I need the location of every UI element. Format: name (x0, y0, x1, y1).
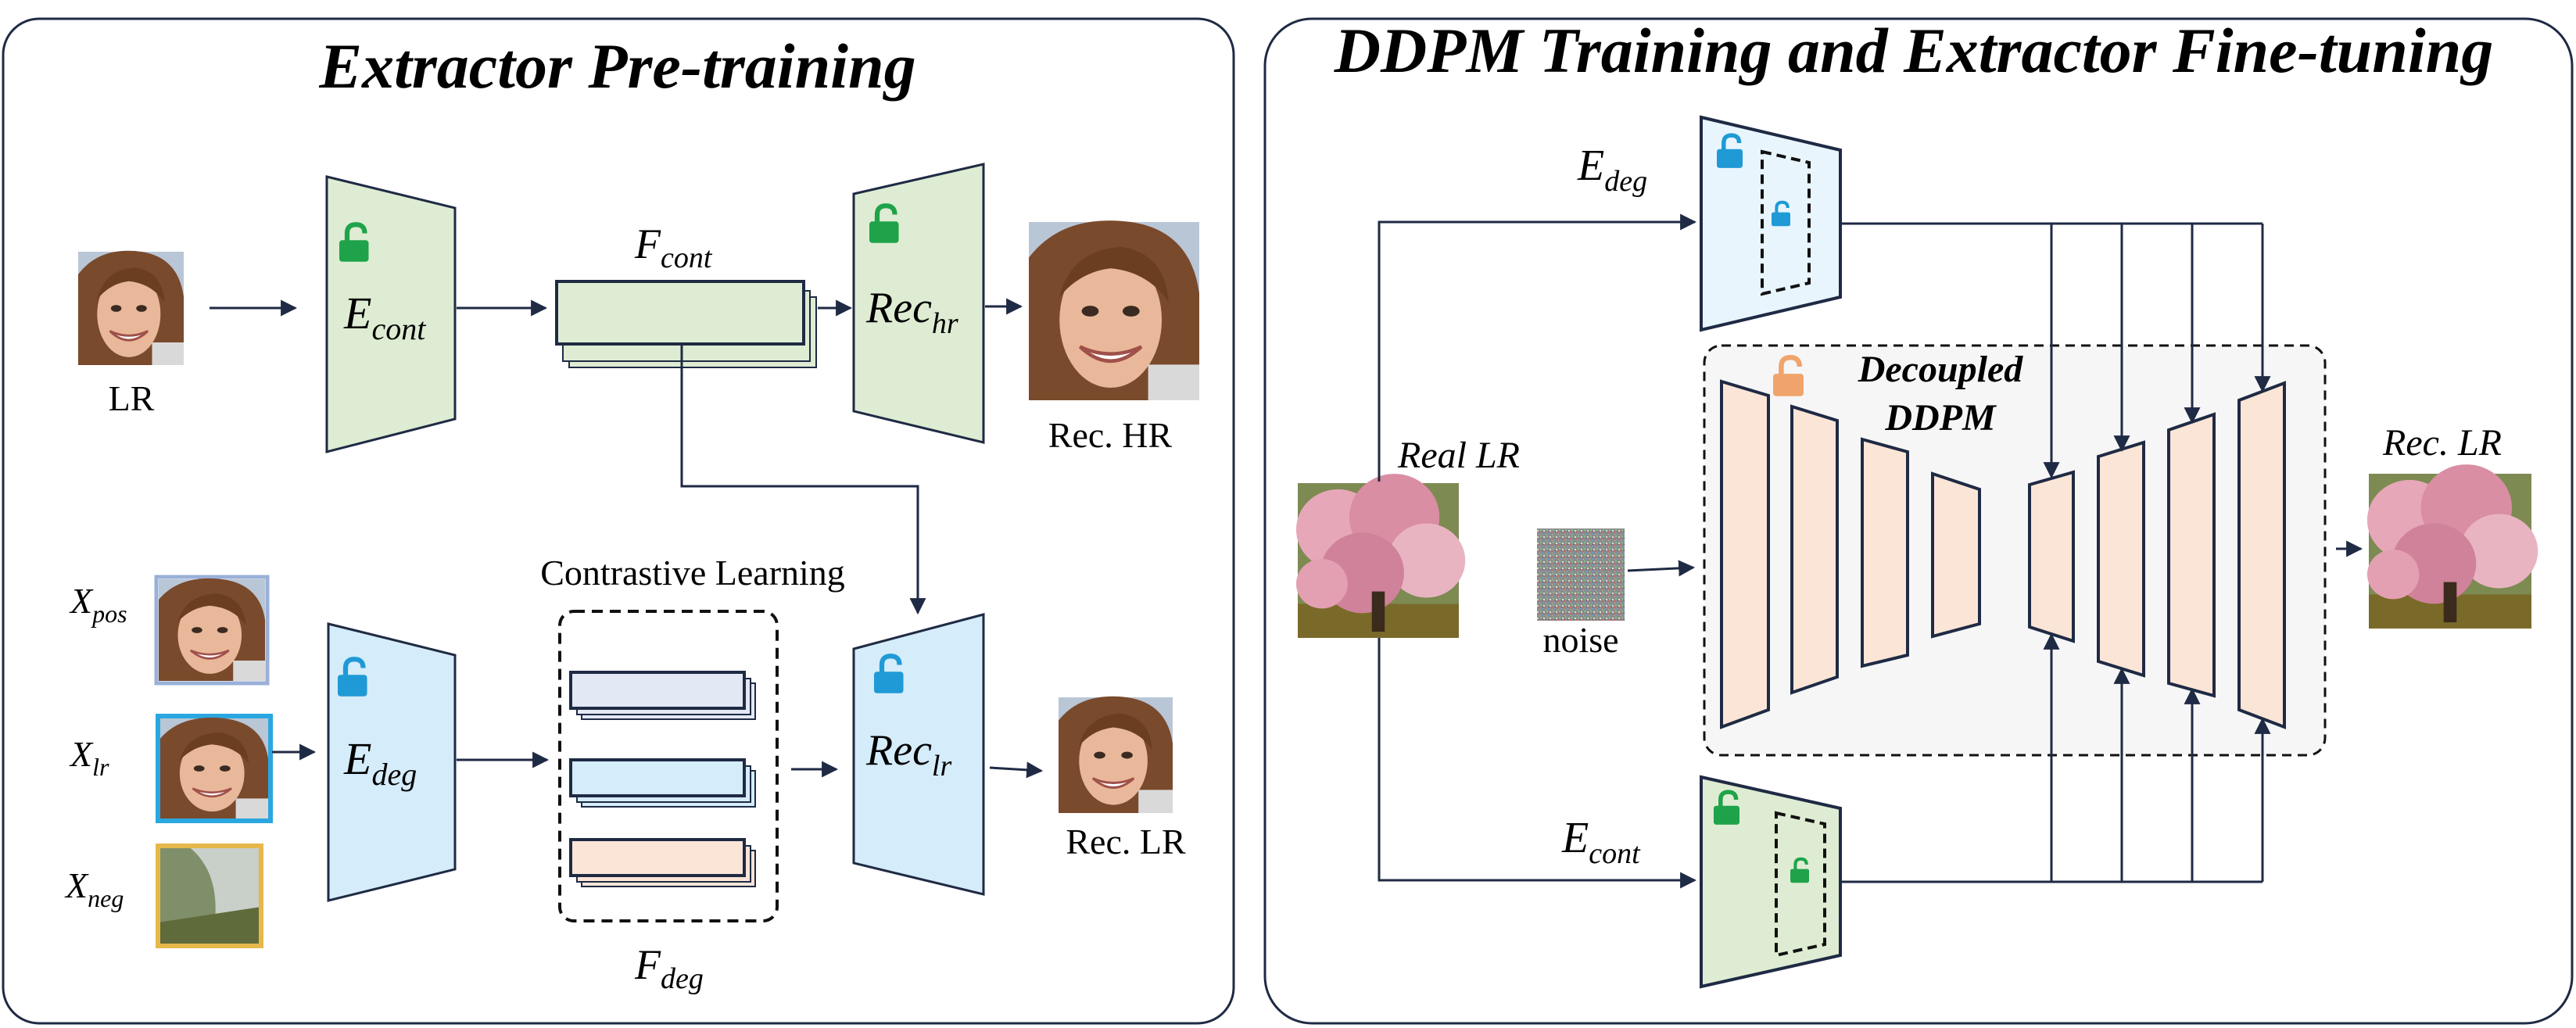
x-neg-label: Xneg (64, 865, 124, 912)
contrastive-learning-box (558, 610, 779, 922)
ddpm-down-block-4 (1931, 471, 1981, 639)
ddpm-up-block-1 (2028, 470, 2075, 643)
ddpm-down-block-2 (1790, 404, 1839, 695)
ddpm-up-block-4 (2237, 381, 2286, 729)
rec-lr-tree-image (2366, 464, 2538, 629)
right-econt-inner-dashed (1775, 811, 1826, 958)
ddpm-up-block-3 (2167, 412, 2216, 698)
reclr-label: Reclr (865, 726, 951, 783)
ddpm-label-line2: DDPM (1884, 397, 1997, 439)
real-lr-tree-image (1295, 474, 1466, 638)
x-pos-label: Xpos (69, 581, 127, 628)
right-edeg-encoder (1700, 115, 1842, 332)
x-pos-border (154, 575, 270, 686)
ddpm-down-block-3 (1861, 437, 1909, 668)
rec-lr-face-image (1057, 695, 1174, 815)
arrow-fcont-to-reclr (680, 346, 926, 615)
arrow-noise-to-ddpm (1627, 560, 1696, 577)
x-lr-border (156, 714, 273, 823)
x-lr-face-image (159, 716, 270, 820)
fcont-label: Fcont (634, 220, 713, 274)
right-panel-title: DDPM Training and Extractor Fine-tuning (1334, 15, 2493, 86)
right-edeg-label: Edeg (1577, 141, 1647, 198)
lr-face-image (77, 249, 185, 367)
left-panel-title: Extractor Pre-training (318, 30, 915, 102)
fdeg-lr-front (569, 758, 746, 797)
right-rec-lr-label: Rec. LR (2382, 422, 2502, 464)
rec-lr-label: Rec. LR (1066, 822, 1186, 861)
x-neg-border (156, 844, 263, 948)
ddpm-down-block-1 (1720, 379, 1770, 729)
arrow-reallr-to-edeg (1378, 213, 1697, 482)
x-lr-label: Xlr (69, 734, 109, 781)
arrow-reallr-to-econt (1378, 638, 1697, 889)
arrow-reclr-to-output (989, 761, 1044, 779)
fdeg-label: Fdeg (634, 941, 704, 995)
ddpm-label-line1: Decoupled (1858, 349, 2024, 390)
rec-hr-face-image (1029, 220, 1199, 400)
right-econt-encoder (1700, 775, 1842, 989)
rechr-label: Rechr (865, 284, 958, 340)
contrastive-learning-label: Contrastive Learning (540, 553, 845, 593)
x-neg-ground-shape (158, 907, 261, 946)
noise-label: noise (1542, 620, 1618, 660)
noise-image (1537, 528, 1625, 621)
edeg-label: Edeg (343, 733, 417, 792)
econt-label: Econt (343, 288, 426, 346)
ddpm-up-block-2 (2097, 440, 2145, 678)
fdeg-pos-front (569, 671, 746, 710)
rec-hr-label: Rec. HR (1048, 415, 1173, 455)
right-econt-label: Econt (1561, 814, 1641, 870)
fcont-feature-front (555, 280, 805, 346)
real-lr-label: Real LR (1397, 435, 1520, 476)
right-edeg-inner-dashed (1761, 149, 1811, 296)
lr-label: LR (109, 378, 155, 418)
x-pos-face-image (157, 577, 267, 682)
fdeg-neg-front (569, 838, 746, 877)
